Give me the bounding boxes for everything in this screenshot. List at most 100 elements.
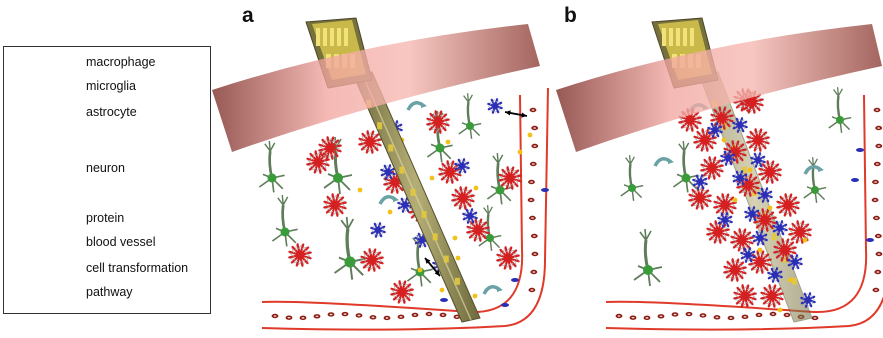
pathway-arrow <box>408 102 427 110</box>
contact-pad <box>323 28 327 46</box>
pathway-arrow <box>380 196 399 204</box>
red-blood-cell <box>875 144 882 148</box>
astrocyte <box>497 247 518 268</box>
macrophage <box>856 148 864 152</box>
red-blood-cell <box>531 234 538 238</box>
legend-label-protein: protein <box>86 211 124 225</box>
legend: macrophage microglia astrocyte neuron pr… <box>3 46 211 314</box>
red-blood-cell <box>531 126 538 130</box>
red-blood-cell <box>328 312 335 316</box>
microglia <box>488 99 501 112</box>
legend-label-astrocyte: astrocyte <box>86 105 137 119</box>
red-blood-cell <box>658 314 665 318</box>
macrophage <box>511 278 519 282</box>
protein <box>758 248 763 253</box>
astrocyte <box>749 251 770 272</box>
red-blood-cell <box>532 252 539 256</box>
red-blood-cell <box>300 316 307 320</box>
electrode-site <box>377 122 382 129</box>
protein <box>456 256 461 261</box>
astrocyte <box>789 221 810 242</box>
red-blood-cell <box>872 198 879 202</box>
protein <box>440 288 445 293</box>
pathway-arrow <box>655 158 674 166</box>
electrode-site <box>410 189 415 196</box>
red-blood-cell <box>412 313 419 317</box>
astrocyte <box>324 194 345 215</box>
red-blood-cell <box>875 126 882 130</box>
contact-pad <box>344 28 348 46</box>
contact-pad <box>690 28 694 46</box>
red-blood-cell <box>384 316 391 320</box>
astrocyte <box>724 259 745 280</box>
red-blood-cell <box>370 315 377 319</box>
red-blood-cell <box>530 162 537 166</box>
microglia <box>371 223 384 236</box>
red-blood-cell <box>528 180 535 184</box>
neuron <box>335 217 366 280</box>
legend-label-microglia: microglia <box>86 79 136 93</box>
electrode-site <box>399 167 404 174</box>
astrocyte <box>701 157 722 178</box>
neuron <box>621 155 643 201</box>
protein <box>446 140 451 145</box>
protein <box>418 268 423 273</box>
electrode-site <box>772 233 777 240</box>
red-blood-cell <box>630 315 637 319</box>
red-blood-cell <box>286 315 293 319</box>
red-blood-cell <box>672 312 679 316</box>
electrode-site <box>444 256 449 263</box>
neuron <box>459 93 481 139</box>
red-blood-cell <box>728 316 735 320</box>
neuron <box>804 157 826 203</box>
red-blood-cell <box>272 314 279 318</box>
neuron <box>634 229 662 286</box>
astrocyte <box>289 244 310 265</box>
red-blood-cell <box>686 312 693 316</box>
legend-label-neuron: neuron <box>86 161 125 175</box>
macrophage <box>851 178 859 182</box>
electrode-site <box>388 144 393 151</box>
red-blood-cell <box>874 162 881 166</box>
astrocyte <box>307 151 328 172</box>
contact-pad <box>662 28 666 46</box>
astrocyte <box>359 131 380 152</box>
red-blood-cell <box>873 216 880 220</box>
red-blood-cell <box>874 108 881 112</box>
pathway-arrow <box>484 286 503 294</box>
electrode-site <box>455 278 460 285</box>
astrocyte <box>361 249 382 270</box>
astrocyte <box>689 187 710 208</box>
protein <box>430 176 435 181</box>
protein <box>453 236 458 241</box>
panel-label-a: a <box>242 4 254 28</box>
protein <box>518 150 523 155</box>
protein <box>358 188 363 193</box>
protein <box>473 294 478 299</box>
panel-label-b: b <box>564 4 577 28</box>
astrocyte <box>391 281 412 302</box>
red-blood-cell <box>873 288 880 292</box>
red-blood-cell <box>314 314 321 318</box>
protein <box>788 278 793 283</box>
astrocyte <box>707 221 728 242</box>
panel-b <box>556 18 883 330</box>
red-blood-cell <box>700 313 707 317</box>
red-blood-cell <box>742 315 749 319</box>
red-blood-cell <box>529 288 536 292</box>
red-blood-cell <box>529 216 536 220</box>
astrocyte <box>499 167 520 188</box>
macrophage <box>501 303 509 307</box>
panel-a <box>212 18 549 330</box>
contact-pad <box>676 28 680 46</box>
legend-label-blood-vessel: blood vessel <box>86 235 156 249</box>
cell-transformation-arrow <box>505 110 527 117</box>
red-blood-cell <box>342 312 349 316</box>
red-blood-cell <box>770 312 777 316</box>
contact-pad <box>316 28 320 46</box>
astrocyte <box>761 285 782 306</box>
legend-label-pathway: pathway <box>86 285 133 299</box>
red-blood-cell <box>530 270 537 274</box>
red-blood-cell <box>530 108 537 112</box>
contact-pad <box>669 28 673 46</box>
